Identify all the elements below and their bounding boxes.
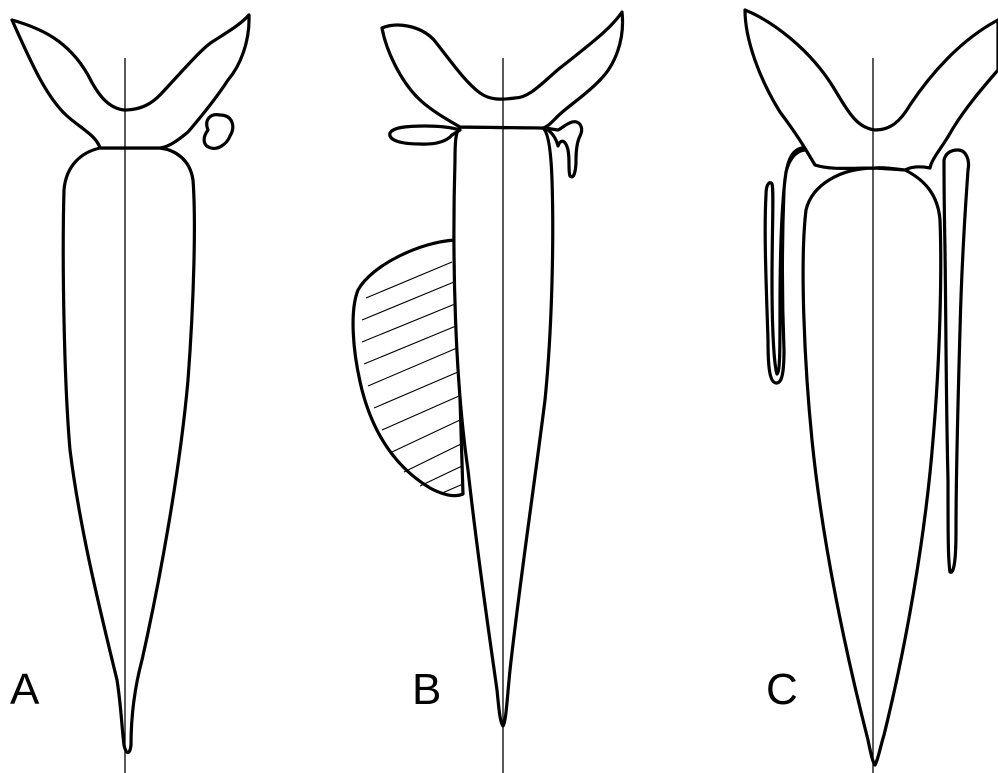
panel-c-body: [803, 168, 941, 765]
panel-b-left-appendage: [390, 126, 460, 144]
panel-a-body: [63, 148, 194, 753]
panel-b-wings: [382, 12, 623, 128]
panel-b-lobe: [353, 240, 463, 496]
panel-label-c: C: [766, 668, 798, 712]
panel-c-right-tentacle: [944, 150, 969, 572]
panel-a-appendage: [204, 115, 233, 149]
panel-c: [745, 10, 998, 773]
panel-c-left-tentacle: [765, 148, 806, 383]
panel-label-a: A: [10, 668, 39, 712]
panel-c-wings: [745, 10, 998, 170]
panel-b: [353, 12, 622, 773]
panel-a: [12, 15, 249, 773]
panel-label-b: B: [412, 668, 441, 712]
